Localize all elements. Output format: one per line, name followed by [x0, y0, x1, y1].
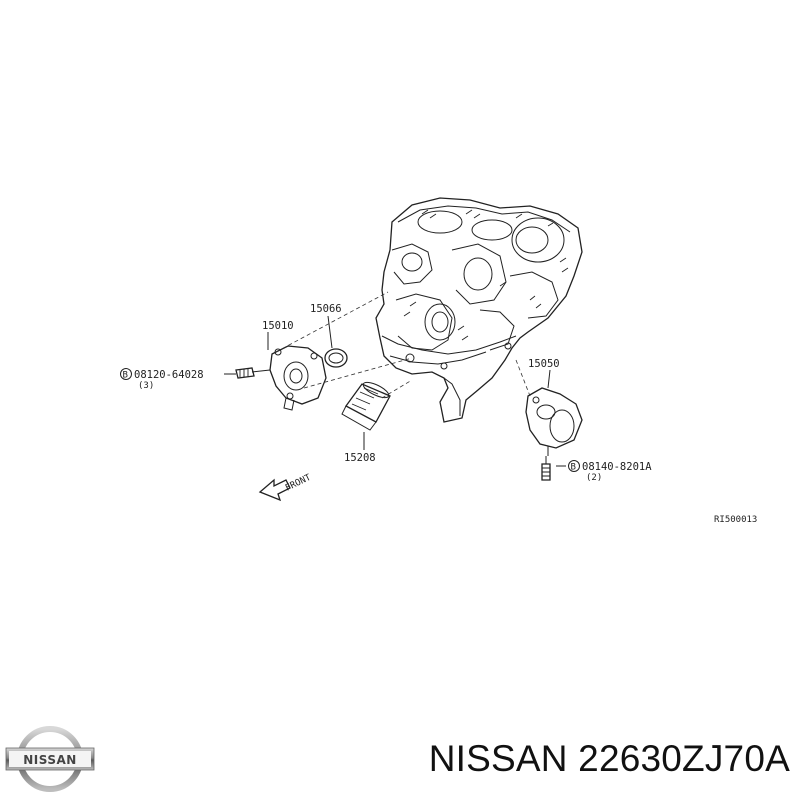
front-arrow: FRONT [258, 473, 313, 502]
bolt-right-drawing [541, 456, 551, 481]
filter-bracket-drawing [525, 387, 583, 456]
bolt-part-no-left: 08120-64028 [134, 369, 204, 381]
oil-pump-drawing [269, 345, 327, 411]
engine-block-drawing [375, 197, 583, 423]
front-label: FRONT [284, 473, 313, 494]
svg-text:NISSAN: NISSAN [23, 753, 77, 767]
product-title: NISSAN 22630ZJ70A [428, 738, 790, 779]
part-label-gasket: 15066 [310, 303, 342, 315]
bolt-qty-right: (2) [586, 473, 602, 483]
bolt-left-drawing [235, 367, 271, 379]
reference-code: RI500013 [714, 515, 757, 525]
gasket-drawing [324, 348, 348, 368]
bolt-marker-left-label: B [123, 371, 128, 381]
bolt-marker-right [568, 460, 580, 472]
bolt-marker-left [120, 368, 132, 380]
bolt-marker-right-label: B [571, 463, 576, 473]
oil-filter-drawing [341, 381, 391, 431]
part-label-oil-pump: 15010 [262, 320, 294, 332]
bolt-qty-left: (3) [138, 381, 154, 391]
bolt-part-no-right: 08140-8201A [582, 461, 652, 473]
part-label-oil-filter: 15208 [344, 452, 376, 464]
part-label-filter-bracket: 15050 [528, 358, 560, 370]
nissan-logo: NISSAN [5, 726, 95, 792]
